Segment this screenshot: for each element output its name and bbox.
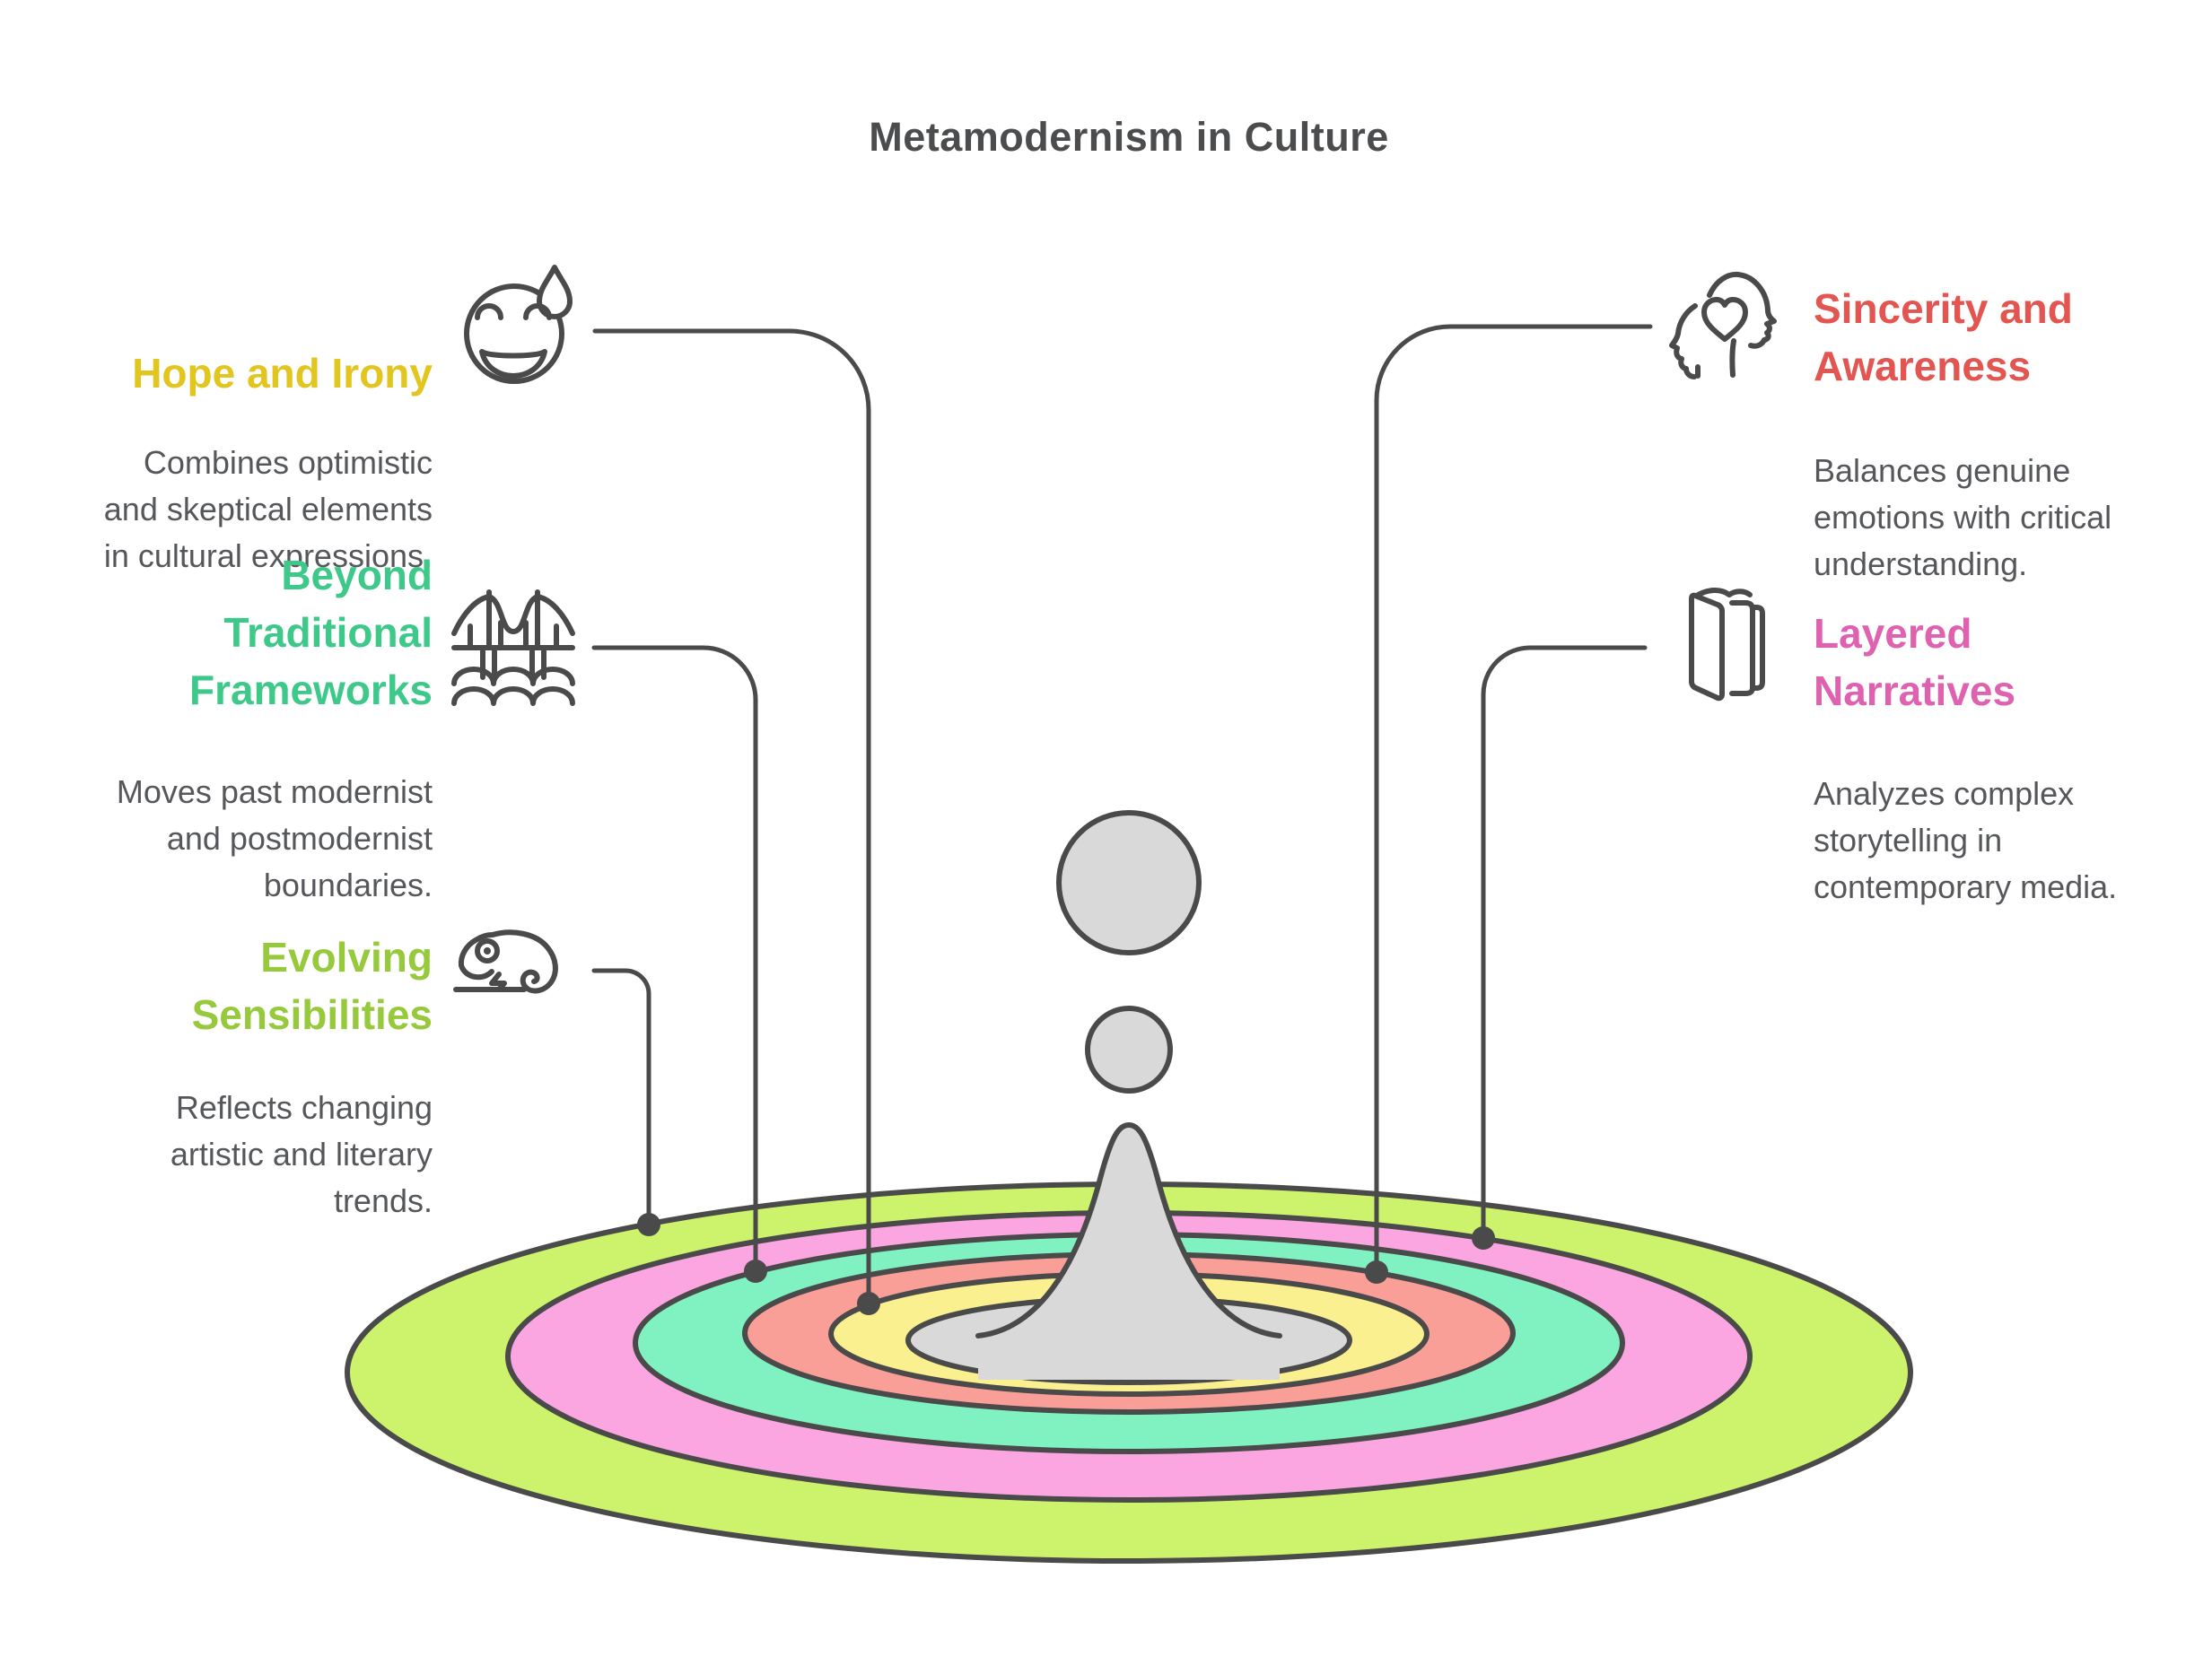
body-line: in cultural expressions. xyxy=(103,537,433,574)
body-line: understanding. xyxy=(1814,545,2028,582)
large-droplet xyxy=(1056,810,1202,955)
chameleon-front-leg xyxy=(489,972,507,992)
hope-connector xyxy=(592,328,871,1306)
booklet-icon xyxy=(1689,588,1765,702)
falling-droplets xyxy=(1056,810,1202,1094)
beyond-connector xyxy=(591,645,758,1274)
heading-line: Awareness xyxy=(1814,343,2032,389)
head-outline xyxy=(1707,271,1777,349)
bridge-wave-top xyxy=(451,667,575,686)
bridge-right-cable xyxy=(535,594,575,636)
second-profile xyxy=(1669,303,1698,379)
heading-line: Narratives xyxy=(1814,667,2016,714)
body-line: and postmodernist xyxy=(166,820,433,857)
sincerity-description: Balances genuine emotions with critical … xyxy=(1814,448,2111,588)
book-front-cover xyxy=(1689,592,1725,702)
heading-line: Evolving xyxy=(260,934,433,981)
body-line: trends. xyxy=(333,1182,433,1219)
bridge-piers xyxy=(480,649,546,680)
bridge-suspenders xyxy=(468,620,559,650)
heading-line: Layered xyxy=(1814,610,1972,657)
heading-line: Sensibilities xyxy=(191,991,433,1038)
bridge-icon xyxy=(451,589,575,706)
evolving-heading: Evolving Sensibilities xyxy=(192,929,433,1043)
connector-lines xyxy=(591,324,1653,1315)
chameleon-pupil xyxy=(484,947,491,955)
hope-heading: Hope and Irony xyxy=(132,344,433,402)
laughing-face-sweat-drop-icon xyxy=(464,265,573,384)
body-line: contemporary media. xyxy=(1814,868,2118,905)
hope-description: Combines optimistic and skeptical elemen… xyxy=(104,440,433,580)
chameleon-icon xyxy=(453,929,558,994)
bridge-mid-cable xyxy=(486,594,540,634)
body-line: and skeptical elements xyxy=(103,491,433,527)
splash-spike-outline xyxy=(975,1122,1282,1338)
hope-connector-dot xyxy=(857,1292,880,1315)
body-line: artistic and literary xyxy=(170,1136,433,1173)
left-eye xyxy=(475,303,503,320)
beyond-connector-dot xyxy=(744,1260,767,1283)
beyond-description: Moves past modernist and postmodernist b… xyxy=(117,769,433,909)
layered-connector-dot xyxy=(1472,1226,1495,1250)
splash-spike-fill xyxy=(978,1125,1280,1380)
beyond-heading: Beyond Traditional Frameworks xyxy=(189,546,433,719)
body-line: storytelling in xyxy=(1814,822,2003,859)
heading-line: Traditional xyxy=(223,609,433,656)
evolving-description: Reflects changing artistic and literary … xyxy=(170,1085,433,1225)
chameleon-body xyxy=(458,929,558,994)
sincerity-connector xyxy=(1374,324,1653,1275)
body-line: Reflects changing xyxy=(175,1089,433,1126)
book-top-fold xyxy=(1692,588,1753,599)
sweat-drop xyxy=(537,265,573,319)
heading-line: Beyond xyxy=(281,552,433,598)
body-line: Analyzes complex xyxy=(1814,775,2075,812)
layered-connector xyxy=(1481,645,1648,1241)
body-line: Combines optimistic xyxy=(143,444,433,481)
heading-line: Hope and Irony xyxy=(132,350,433,397)
layered-description: Analyzes complex storytelling in contemp… xyxy=(1814,771,2117,911)
splash-spike xyxy=(975,1122,1282,1380)
heading-line: Frameworks xyxy=(188,667,433,713)
head-front-neck xyxy=(1729,338,1736,378)
smiling-mouth xyxy=(479,349,547,379)
right-eye xyxy=(523,303,552,320)
bridge-wave-bottom xyxy=(451,686,575,706)
evolving-connector xyxy=(591,968,651,1227)
small-droplet xyxy=(1085,1006,1173,1094)
chameleon-jaw xyxy=(459,963,494,981)
book-middle-page xyxy=(1729,600,1755,696)
body-line: emotions with critical xyxy=(1814,499,2112,536)
sincerity-heading: Sincerity and Awareness xyxy=(1814,280,2073,395)
bridge-left-cable xyxy=(451,594,492,636)
head-with-heart-icon xyxy=(1669,271,1777,379)
sincerity-connector-dot xyxy=(1365,1260,1388,1284)
evolving-connector-dot xyxy=(637,1213,660,1236)
heart xyxy=(1701,297,1748,342)
body-line: boundaries. xyxy=(263,867,433,903)
body-line: Balances genuine xyxy=(1814,452,2071,489)
layered-heading: Layered Narratives xyxy=(1814,605,2015,719)
body-line: Moves past modernist xyxy=(116,773,433,810)
heading-line: Sincerity and xyxy=(1814,285,2073,332)
page-title: Metamodernism in Culture xyxy=(869,114,1389,160)
